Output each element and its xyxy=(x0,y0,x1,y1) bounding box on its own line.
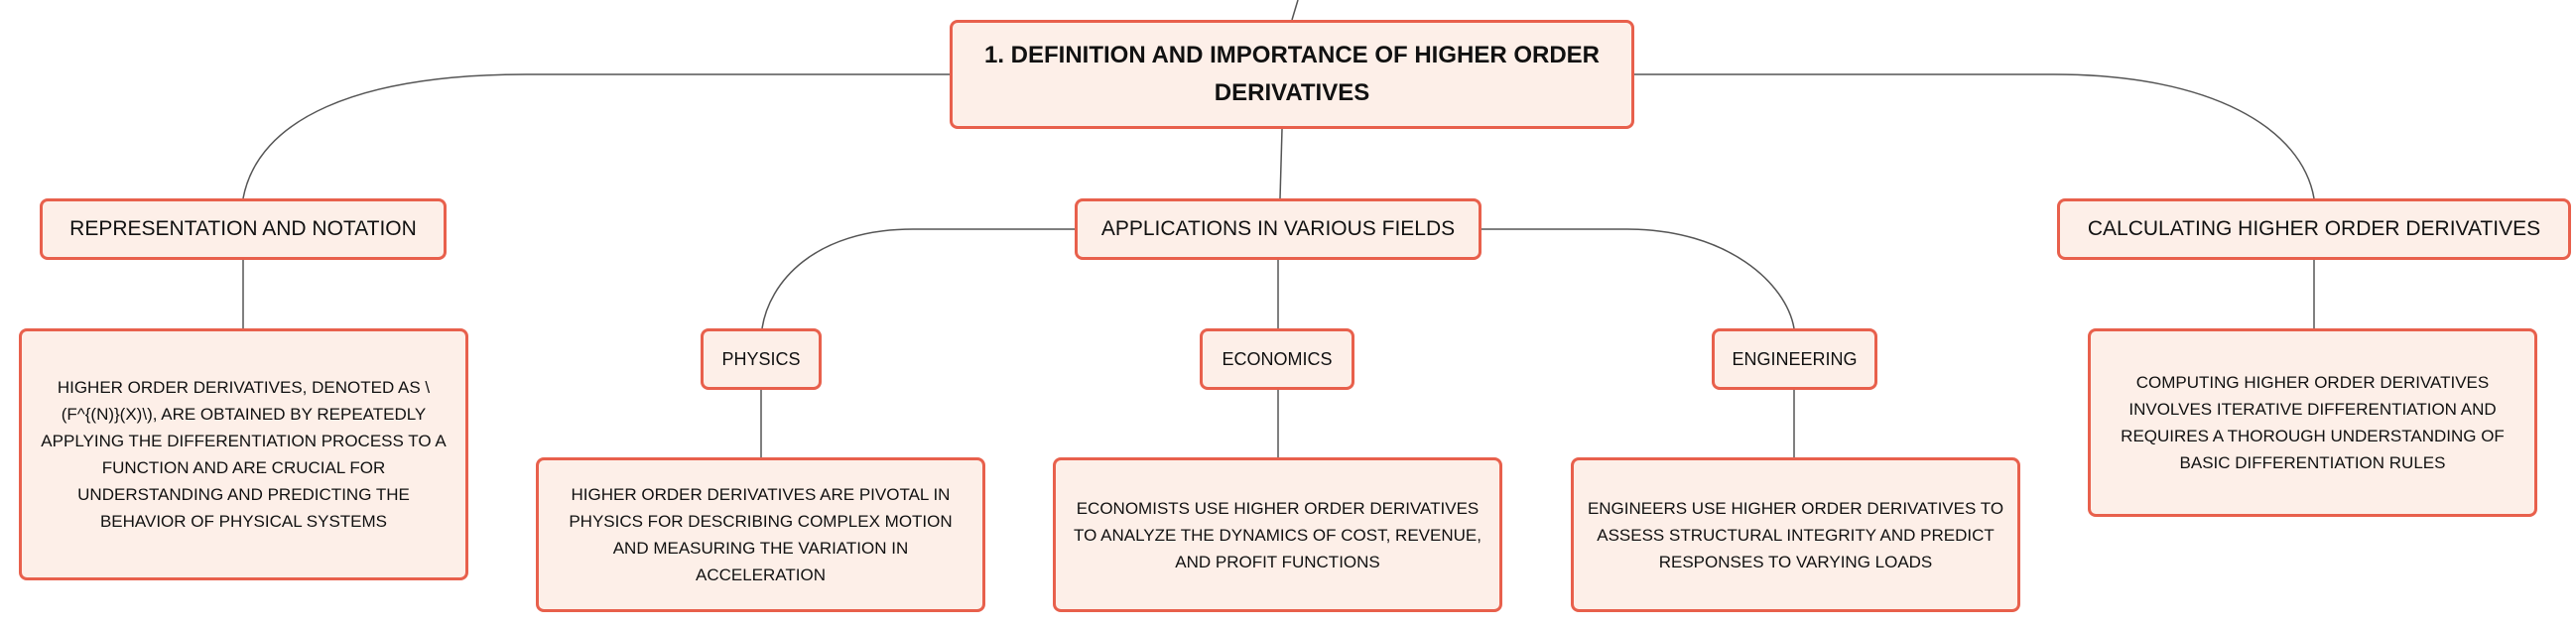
root-node-label: 1. DEFINITION AND IMPORTANCE OF HIGHER O… xyxy=(983,42,1600,106)
engineering-node[interactable]: ENGINEERING xyxy=(1712,328,1877,390)
engineering-node-label: ENGINEERING xyxy=(1732,349,1858,369)
physics-node-label: PHYSICS xyxy=(721,349,801,369)
connector-applications-engineering xyxy=(1481,228,1795,329)
applications-node-label: APPLICATIONS IN VARIOUS FIELDS xyxy=(1100,217,1456,240)
engineering-detail-text: ENGINEERS USE HIGHER ORDER DERIVATIVES T… xyxy=(1587,498,2004,571)
calculating-detail-text: COMPUTING HIGHER ORDER DERIVATIVES INVOL… xyxy=(2121,373,2505,472)
engineering-detail-node[interactable]: ENGINEERS USE HIGHER ORDER DERIVATIVES T… xyxy=(1571,457,2020,612)
representation-node[interactable]: REPRESENTATION AND NOTATION xyxy=(40,198,447,260)
calculating-node-label: CALCULATING HIGHER ORDER DERIVATIVES xyxy=(2087,217,2541,240)
physics-detail-node[interactable]: HIGHER ORDER DERIVATIVES ARE PIVOTAL IN … xyxy=(536,457,985,612)
representation-detail-text: HIGHER ORDER DERIVATIVES, DENOTED AS \(F… xyxy=(41,378,447,531)
economics-detail-node[interactable]: ECONOMISTS USE HIGHER ORDER DERIVATIVES … xyxy=(1053,457,1502,612)
economics-node-label: ECONOMICS xyxy=(1222,349,1333,369)
representation-detail-node[interactable]: HIGHER ORDER DERIVATIVES, DENOTED AS \(F… xyxy=(19,328,468,580)
connector-root-representation xyxy=(242,73,950,199)
economics-detail-text: ECONOMISTS USE HIGHER ORDER DERIVATIVES … xyxy=(1074,498,1481,571)
physics-node[interactable]: PHYSICS xyxy=(701,328,822,390)
connector-applications-physics xyxy=(761,228,1075,329)
root-node[interactable]: 1. DEFINITION AND IMPORTANCE OF HIGHER O… xyxy=(950,20,1634,129)
applications-node[interactable]: APPLICATIONS IN VARIOUS FIELDS xyxy=(1075,198,1481,260)
economics-node[interactable]: ECONOMICS xyxy=(1200,328,1354,390)
calculating-detail-node[interactable]: COMPUTING HIGHER ORDER DERIVATIVES INVOL… xyxy=(2088,328,2537,517)
physics-detail-text: HIGHER ORDER DERIVATIVES ARE PIVOTAL IN … xyxy=(569,485,953,584)
calculating-node[interactable]: CALCULATING HIGHER ORDER DERIVATIVES xyxy=(2057,198,2571,260)
connector-root-applications xyxy=(1279,128,1283,199)
connector-to-parent xyxy=(1291,0,1299,21)
representation-node-label: REPRESENTATION AND NOTATION xyxy=(69,217,417,240)
connector-root-calculating xyxy=(1634,73,2315,199)
